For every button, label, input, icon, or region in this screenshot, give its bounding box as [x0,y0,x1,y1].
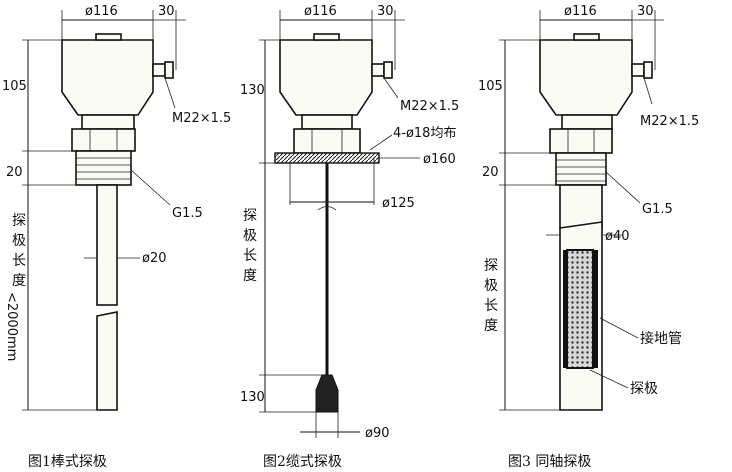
housing-head [539,39,633,116]
side-plug [631,63,645,77]
label-weight-dia: ø90 [365,426,390,441]
probe-length-char-1: 探 [484,258,498,274]
dim-105: 105 [2,79,27,94]
housing-head [61,39,154,116]
probe-rod [96,184,118,306]
dim-side-30: 30 [637,4,654,19]
label-rod-dia: ø20 [142,251,167,266]
probe-length-char-1: 探 [12,213,26,229]
dim-130-top: 130 [240,83,265,98]
caption-fig3: 图3 同轴探极 [508,454,591,470]
caption-fig1: 图1棒式探极 [28,454,107,470]
probe-length-char-3: 长 [484,298,498,314]
probe-length-char-2: 极 [243,228,257,244]
inner-probe [566,249,594,369]
figure-3-coaxial-probe: ø116 30 105 20 探 极 长 度 [478,4,699,470]
side-plug [371,63,385,77]
label-holes: 4-ø18均布 [393,126,456,141]
dim-top-width: ø116 [564,4,597,19]
label-probe: 探极 [630,381,658,397]
probe-length-char-4: 度 [484,318,498,334]
probe-length-limit: <2000mm [4,292,19,361]
housing-head [279,39,373,116]
neck [301,114,353,130]
thread-g15 [555,152,607,186]
dim-top-width: ø116 [85,4,118,19]
dim-top-width: ø116 [304,4,337,19]
ground-tube-upper [559,184,603,229]
hex-nut [293,128,361,154]
label-g15-thread: G1.5 [642,202,673,217]
cable-weight [315,374,339,413]
probe-length-char-4: 度 [243,268,257,284]
hex-nut [71,128,136,152]
dim-side-30: 30 [377,4,394,19]
probe-length-char-4: 度 [12,273,26,289]
dim-130-bottom: 130 [240,390,265,405]
probe-length-char-2: 极 [12,233,26,249]
neck [561,114,613,130]
label-ground-tube: 接地管 [640,330,682,347]
figure-1-rod-probe: ø116 30 105 20 探 极 长 度 <2000mm [2,4,231,470]
side-plug [152,63,166,77]
dim-side-30: 30 [158,4,175,19]
probe-length-char-1: 探 [243,208,257,224]
dim-20: 20 [6,165,23,180]
label-flange-dia: ø160 [423,152,456,167]
label-pcd: ø125 [382,196,415,211]
label-m22-thread: M22×1.5 [172,111,231,126]
probe-length-char-3: 长 [243,248,257,264]
dim-20: 20 [482,165,499,180]
label-tube-dia: ø40 [605,229,630,244]
label-m22-thread: M22×1.5 [400,99,459,114]
figure-2-cable-probe: ø116 30 ø160 ø125 4-ø18均布 M22×1.5 [240,4,459,470]
probe-length-char-3: 长 [12,253,26,269]
housing-cap [95,33,122,41]
hex-nut [549,128,613,154]
neck [81,114,135,130]
label-m22-thread: M22×1.5 [640,114,699,129]
probe-length-char-2: 极 [484,278,498,294]
dim-105: 105 [478,79,503,94]
probe-rod-end [96,311,118,411]
thread-g15 [75,150,132,186]
label-g15-thread: G1.5 [172,206,203,221]
caption-fig2: 图2缆式探极 [263,454,342,470]
flange [274,152,380,164]
